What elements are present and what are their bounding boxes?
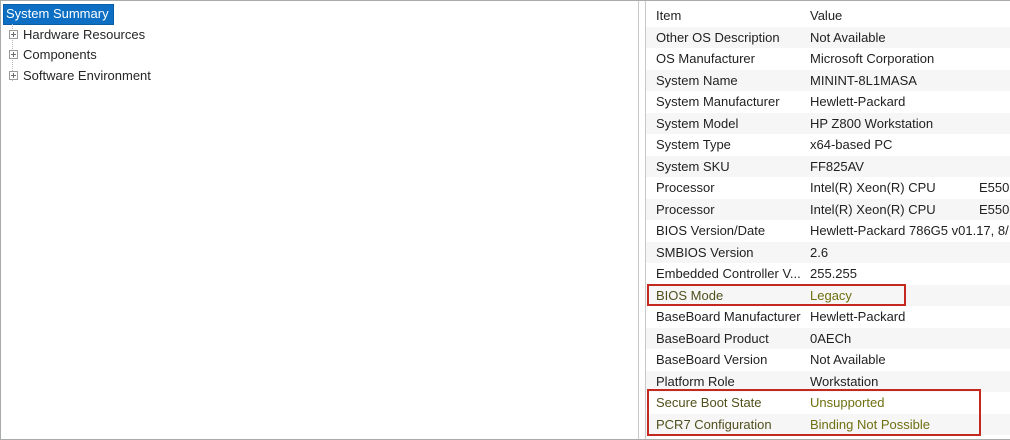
table-row[interactable]: OS Manufacturer Microsoft Corporation — [646, 48, 1010, 70]
item-cell: Platform Role — [656, 373, 735, 389]
table-row[interactable]: Embedded Controller V... 255.255 — [646, 263, 1010, 285]
tree-item[interactable]: Components — [4, 45, 638, 66]
tree-item-label: Hardware Resources — [23, 26, 146, 42]
value-cell: Not Available — [810, 29, 886, 45]
value-cell: Legacy — [810, 287, 852, 303]
tree-item[interactable]: Software Environment — [4, 65, 638, 86]
value-cell: Intel(R) Xeon(R) CPU — [810, 180, 936, 195]
tree-item-label: Software Environment — [23, 67, 151, 83]
item-cell: System Model — [656, 115, 739, 131]
category-tree: System Summary Hardware Resources Compon… — [1, 1, 638, 86]
item-cell: BaseBoard Product — [656, 330, 769, 346]
table-row[interactable]: Other OS Description Not Available — [646, 26, 1010, 48]
value2-cell: E5506 — [979, 180, 1010, 195]
item-cell: PCR7 Configuration — [656, 416, 772, 432]
details-rows: Other OS Description Not Available OS Ma… — [646, 26, 1010, 435]
expand-plus-icon[interactable] — [9, 70, 18, 80]
value-cell: 2.6 — [810, 244, 829, 260]
table-row[interactable]: Processor Intel(R) Xeon(R) CPU E5506 — [646, 177, 1010, 199]
item-cell: System Type — [656, 137, 731, 152]
table-row[interactable]: BaseBoard Version Not Available — [646, 349, 1010, 371]
item-cell: BaseBoard Manufacturer — [656, 309, 801, 324]
details-header-row: Item Value — [646, 5, 1010, 27]
table-row[interactable]: System Type x64-based PC — [646, 134, 1010, 156]
table-row[interactable]: System Model HP Z800 Workstation — [646, 112, 1010, 134]
value-cell: Intel(R) Xeon(R) CPU — [810, 201, 936, 217]
value-cell: Unsupported — [810, 395, 885, 410]
table-row[interactable]: System Name MININT-8L1MASA — [646, 69, 1010, 91]
value-cell: MININT-8L1MASA — [810, 72, 917, 88]
item-cell: BaseBoard Version — [656, 352, 768, 367]
item-cell: Processor — [656, 201, 715, 217]
item-cell: Embedded Controller V... — [656, 266, 801, 281]
value-cell: x64-based PC — [810, 137, 893, 152]
value-cell: FF825AV — [810, 158, 864, 174]
item-cell: OS Manufacturer — [656, 51, 755, 66]
column-header-item[interactable]: Item — [656, 8, 682, 23]
table-row[interactable]: PCR7 Configuration Binding Not Possible — [646, 413, 1010, 435]
column-header-value[interactable]: Value — [810, 8, 843, 23]
table-row[interactable]: Processor Intel(R) Xeon(R) CPU E5506 — [646, 198, 1010, 220]
table-row[interactable]: Platform Role Workstation — [646, 370, 1010, 392]
table-row[interactable]: BIOS Version/Date Hewlett-Packard 786G5 … — [646, 220, 1010, 242]
table-row[interactable]: SMBIOS Version 2.6 — [646, 241, 1010, 263]
expand-plus-icon[interactable] — [9, 50, 18, 60]
value-cell: Microsoft Corporation — [810, 51, 935, 66]
value-cell: HP Z800 Workstation — [810, 115, 934, 131]
category-tree-pane: System Summary Hardware Resources Compon… — [1, 1, 639, 439]
table-row[interactable]: System Manufacturer Hewlett-Packard — [646, 91, 1010, 113]
item-cell: BIOS Mode — [656, 287, 724, 303]
item-cell: Other OS Description — [656, 29, 780, 45]
item-cell: SMBIOS Version — [656, 244, 754, 260]
details-pane: Item Value Other OS Description Not Avai… — [645, 1, 1010, 439]
item-cell: BIOS Version/Date — [656, 223, 766, 238]
value-cell: Workstation — [810, 373, 879, 389]
value2-cell: E5506 — [979, 201, 1010, 217]
item-cell: Processor — [656, 180, 715, 195]
item-cell: Secure Boot State — [656, 395, 762, 410]
value-cell: Hewlett-Packard — [810, 309, 906, 324]
expand-plus-icon[interactable] — [9, 29, 18, 39]
tree-item[interactable]: Hardware Resources — [4, 24, 638, 45]
table-row[interactable]: System SKU FF825AV — [646, 155, 1010, 177]
item-cell: System SKU — [656, 158, 730, 174]
value-cell: Binding Not Possible — [810, 416, 930, 432]
table-row[interactable]: BaseBoard Manufacturer Hewlett-Packard — [646, 306, 1010, 328]
table-row[interactable]: Secure Boot State Unsupported — [646, 392, 1010, 414]
value-cell: 0AECh — [810, 330, 852, 346]
tree-item-label: Components — [23, 47, 97, 63]
tree-items: Hardware Resources Components Software E… — [4, 24, 638, 86]
table-row[interactable]: BaseBoard Product 0AECh — [646, 327, 1010, 349]
value-cell: 255.255 — [810, 266, 857, 281]
item-cell: System Name — [656, 72, 738, 88]
value-cell: Hewlett-Packard — [810, 94, 906, 109]
value-cell: Not Available — [810, 352, 886, 367]
item-cell: System Manufacturer — [656, 94, 780, 109]
tree-item-system-summary[interactable]: System Summary — [3, 4, 114, 25]
value-cell: Hewlett-Packard 786G5 v01.17, 8/ — [810, 223, 1009, 238]
table-row[interactable]: BIOS Mode Legacy — [646, 284, 1010, 306]
